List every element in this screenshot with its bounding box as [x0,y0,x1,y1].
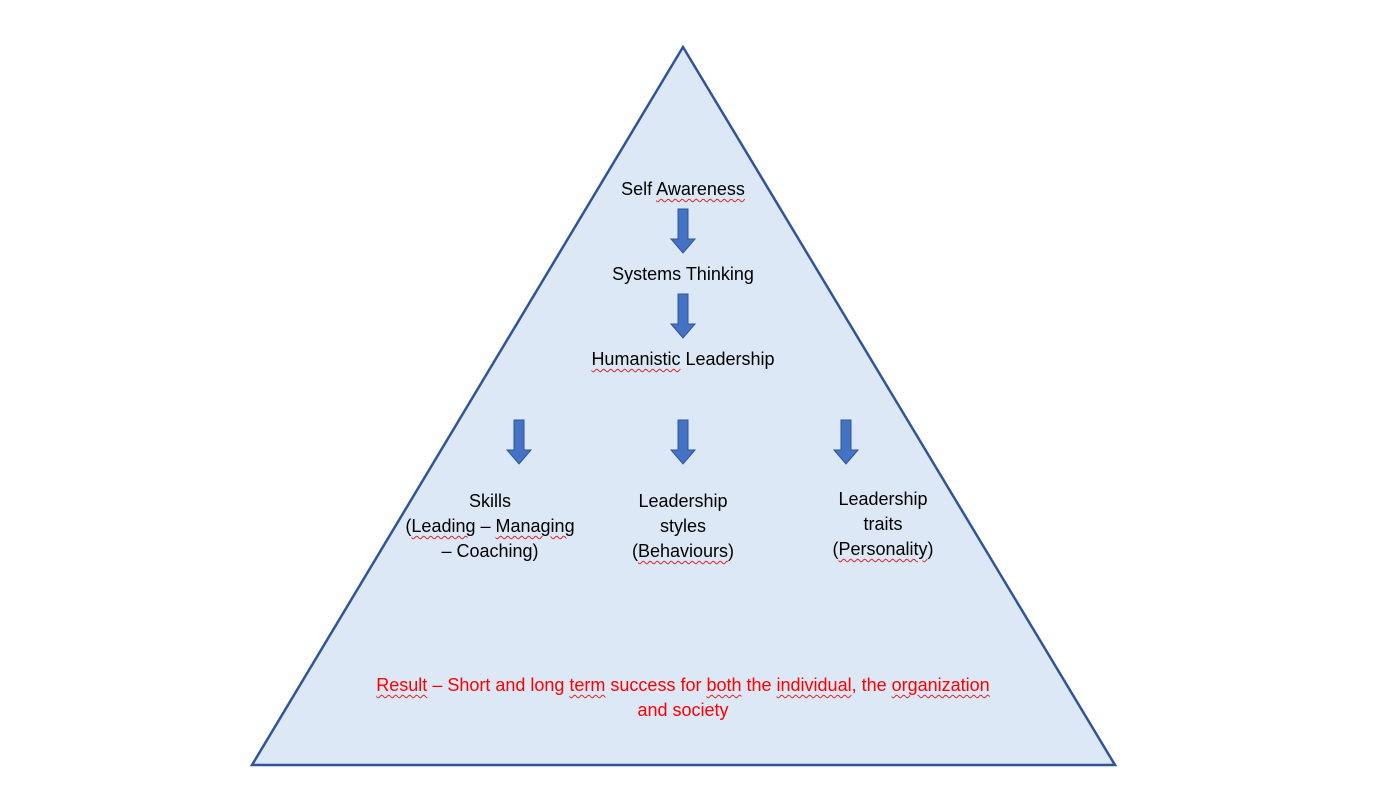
awareness-word: Awareness [656,179,745,199]
branch-skills: Skills (Leading – Managing – Coaching) [380,489,600,564]
level-systems-thinking: Systems Thinking [563,262,803,287]
result-text-4: , the [851,675,892,695]
level-humanistic-leadership: Humanistic Leadership [543,347,823,372]
level-self-awareness: Self Awareness [583,177,783,202]
leadership-word: Leadership [680,349,775,369]
result-line-1: Result – Short and long term success for… [333,673,1033,698]
traits-line-2: traits [863,514,903,534]
styles-line-1: Leadership [638,491,728,511]
arrow-down-icon-skills [505,419,533,465]
pyramid-triangle [249,44,1118,767]
arrow-down-icon-systems-to-humanistic [669,293,697,339]
result-statement: Result – Short and long term success for… [333,673,1033,723]
traits-paren-open: ( [832,539,839,559]
personality-word: Personality [838,539,928,559]
styles-line-2: styles [659,516,706,536]
systems-thinking-text: Systems Thinking [612,264,754,284]
result-text-3: the [741,675,777,695]
behaviours-word: Behaviours [637,541,729,561]
skills-paren-open: ( [405,516,412,536]
skills-line-1: Skills [468,491,511,511]
arrow-down-icon-self-to-systems [669,208,697,254]
result-word: Result [376,675,428,695]
term-word: term [569,675,606,695]
styles-paren-close: ) [728,541,735,561]
humanistic-word: Humanistic [591,349,681,369]
traits-line-3: (Personality) [783,537,983,562]
both-word: both [706,675,742,695]
managing-word: Managing [495,516,575,536]
branch-leadership-styles: Leadership styles (Behaviours) [583,489,783,564]
styles-line-3: (Behaviours) [583,539,783,564]
skills-line-3: – Coaching) [441,541,539,561]
traits-paren-close: ) [927,539,934,559]
result-line-2: and society [637,700,729,720]
arrow-down-icon-traits [832,419,860,465]
styles-paren-open: ( [631,541,638,561]
skills-line-2: (Leading – Managing [380,514,600,539]
traits-line-1: Leadership [838,489,928,509]
leading-word: Leading [411,516,476,536]
result-text-2: success for [605,675,707,695]
arrow-down-icon-styles [669,419,697,465]
branch-leadership-traits: Leadership traits (Personality) [783,487,983,562]
self-word: Self [621,179,653,199]
skills-dash: – [475,516,496,536]
organization-word: organization [891,675,990,695]
result-text-1: – Short and long [427,675,570,695]
individual-word: individual [776,675,852,695]
